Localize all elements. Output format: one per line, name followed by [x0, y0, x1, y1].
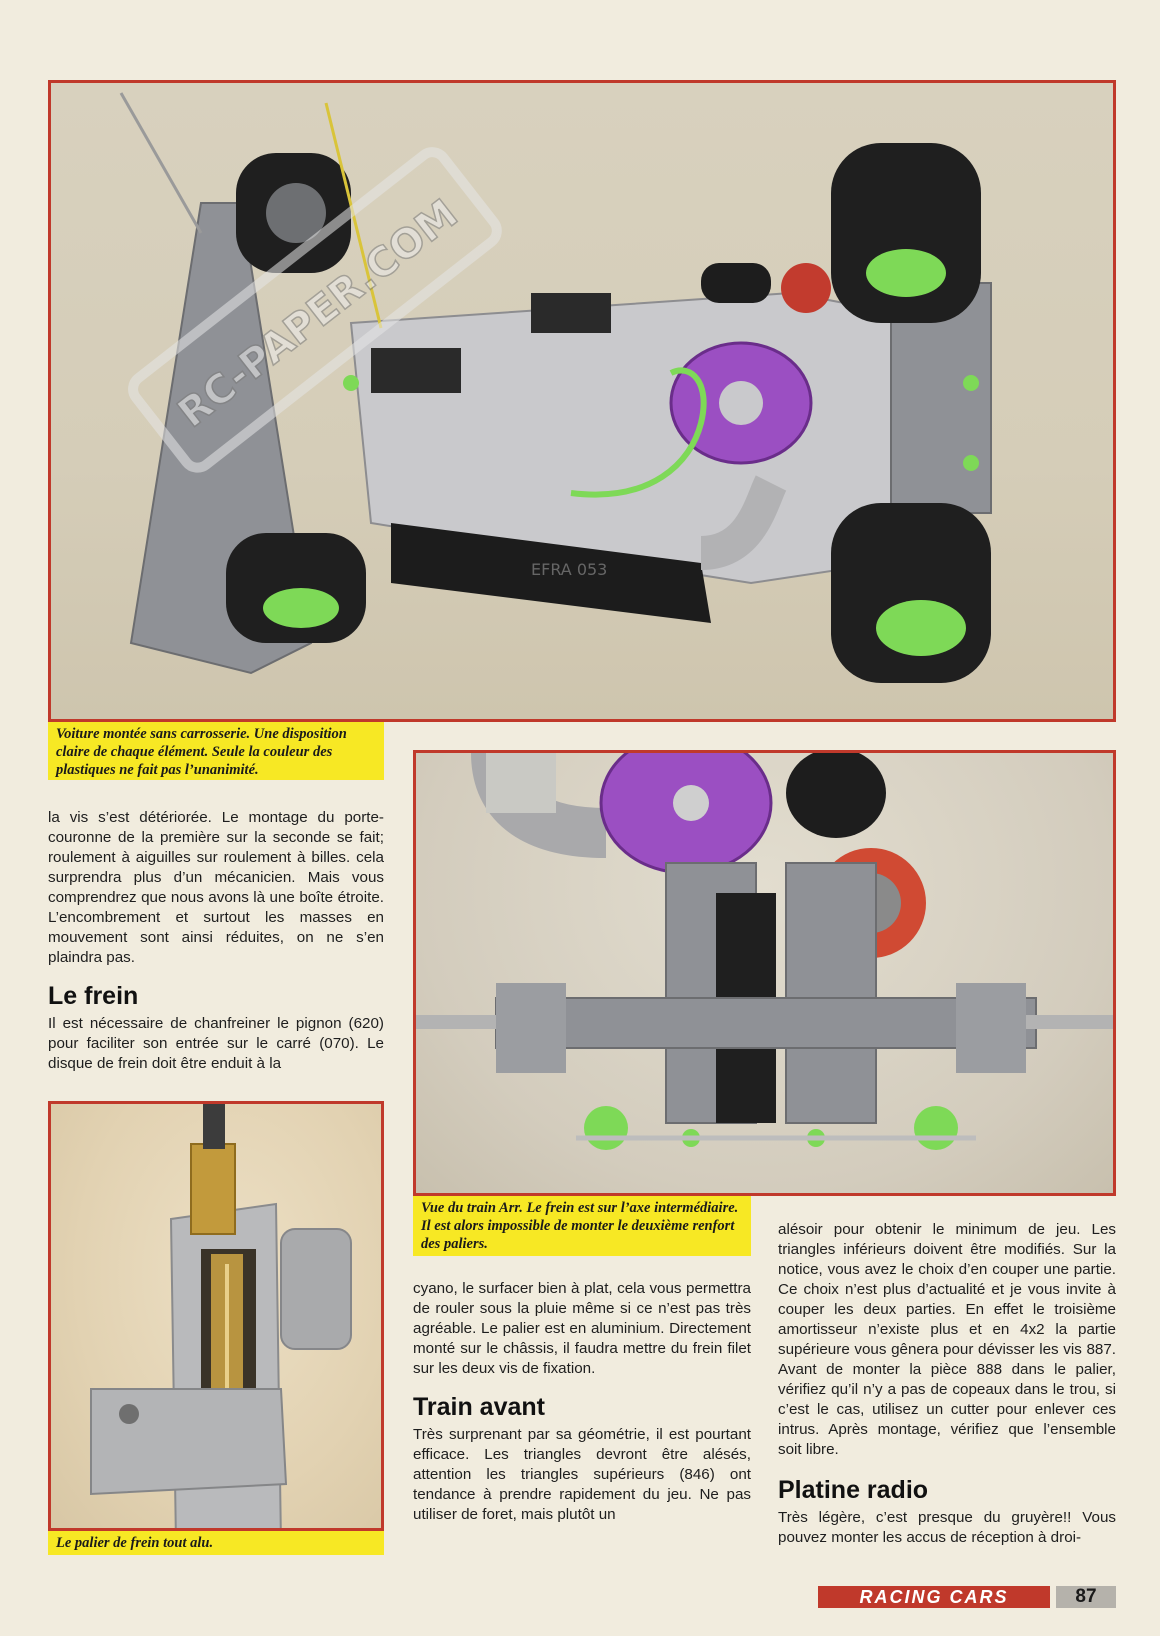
rear-axle-photo — [413, 750, 1116, 1196]
heading-platine-radio: Platine radio — [778, 1476, 929, 1504]
magazine-logo: RACING CARS — [818, 1586, 1050, 1608]
brake-bearing-photo — [48, 1101, 384, 1531]
article-column-3: alésoir pour obtenir le minimum de jeu. … — [778, 1220, 1116, 1548]
page-number: 87 — [1056, 1586, 1116, 1608]
svg-text:EFRA 053: EFRA 053 — [531, 560, 607, 579]
paragraph-radio: Très légère, c’est presque du gruyère!! … — [778, 1509, 1116, 1546]
paragraph-front-axle-continued: alésoir pour obtenir le minimum de jeu. … — [778, 1221, 1116, 1458]
paragraph-brake: Il est nécessaire de chanfreiner le pign… — [48, 1015, 384, 1072]
paragraph-gearbox: la vis s’est détériorée. Le montage du p… — [48, 809, 384, 966]
paragraph-brake-continued: cyano, le surfacer bien à plat, cela vou… — [413, 1280, 751, 1377]
caption-car-photo: Voiture montée sans carrosserie. Une dis… — [48, 722, 384, 780]
car-photo: EFRA 053 RC-PAPER.COM — [48, 80, 1116, 722]
caption-rear-axle-photo: Vue du train Arr. Le frein est sur l’axe… — [413, 1196, 751, 1256]
magazine-name: RACING CARS — [859, 1586, 1009, 1607]
heading-train-avant: Train avant — [413, 1393, 545, 1421]
article-column-1: la vis s’est détériorée. Le montage du p… — [48, 808, 384, 1074]
caption-brake-bearing-photo: Le palier de frein tout alu. — [48, 1531, 384, 1555]
heading-le-frein: Le frein — [48, 982, 139, 1010]
article-column-2: cyano, le surfacer bien à plat, cela vou… — [413, 1279, 751, 1525]
paragraph-front-axle: Très surprenant par sa géométrie, il est… — [413, 1426, 751, 1523]
